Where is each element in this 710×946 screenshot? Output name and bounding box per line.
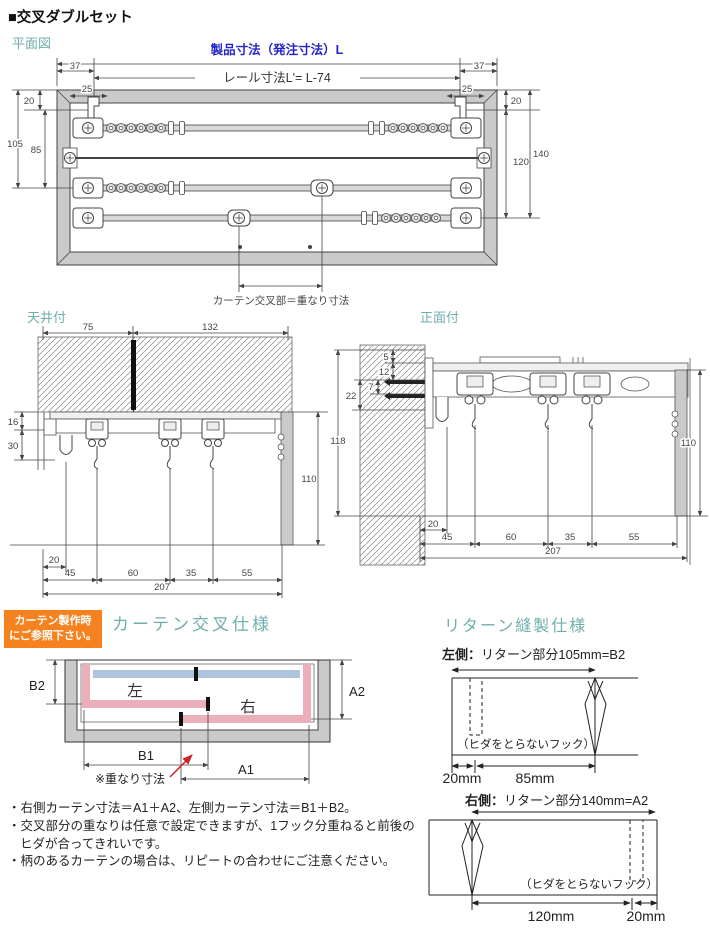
note-line-4: ・柄のあるカーテンの場合は、リピートの合わせにご注意ください。 <box>8 854 396 869</box>
dim-22: 22 <box>346 391 357 402</box>
dim-b60: 60 <box>128 568 139 579</box>
plan-window-frame <box>56 89 498 266</box>
dim-a2: A2 <box>349 684 365 699</box>
hook-position-dashed <box>469 678 483 736</box>
notes-block: ・右側カーテン寸法＝A1＋A2、左側カーテン寸法＝B1＋B2。 ・交叉部分の重な… <box>8 800 468 871</box>
dim-85: 85 <box>31 145 42 156</box>
dim-b45: 45 <box>65 568 76 579</box>
dim-20-left: 20 <box>24 96 35 107</box>
dim-25-left: 25 <box>82 84 93 95</box>
dim-f45: 45 <box>442 532 453 543</box>
dim-37-left: 37 <box>70 61 81 72</box>
plan-top-dimensions: 製品寸法（発注寸法）L 37 37 レール寸法L'= L-74 25 25 <box>56 42 498 99</box>
return-right-title-prefix: 右側： <box>465 793 505 808</box>
return-left-title-text: リターン部分105mm=B2 <box>481 647 626 662</box>
dim-f60: 60 <box>506 532 517 543</box>
front-wall <box>359 344 426 566</box>
dim-a1: A1 <box>238 762 254 777</box>
dim-25-right: 25 <box>462 84 473 95</box>
return-spec-heading: リターン縫製仕様 <box>444 618 588 635</box>
dim-20-right: 20 <box>511 96 522 107</box>
return-right-title-text: リターン部分140mm=A2 <box>504 793 649 808</box>
dim-110-front: 110 <box>681 438 696 449</box>
plan-view-heading: 平面図 <box>12 36 52 51</box>
badge-line2: にご参照下さい。 <box>9 629 97 642</box>
dim-f207: 207 <box>545 546 561 557</box>
ceiling-structure <box>37 336 294 546</box>
return-right-fabric <box>428 809 658 910</box>
cross-dimensions: B2 A2 B1 A1 ※重なり寸法 <box>29 659 365 786</box>
dim-12: 12 <box>379 367 390 378</box>
front-mount-drawing: 5 12 7 22 118 110 20 45 60 <box>330 344 708 566</box>
pleat-shape <box>461 818 484 896</box>
return-left-title: 左側：リターン部分105mm=B2 <box>442 644 625 663</box>
return-right-title: 右側：リターン部分140mm=A2 <box>465 790 648 809</box>
pleat-shape <box>584 676 607 756</box>
ceiling-dimensions: 75 132 16 30 110 20 45 60 <box>6 322 328 598</box>
ceiling-rail-assembly <box>43 411 282 470</box>
hook-position-dashed <box>629 820 644 882</box>
dim-110: 110 <box>301 474 316 485</box>
overlap-dim-label: カーテン交叉部＝重なり寸法 <box>213 294 350 307</box>
dim-132: 132 <box>202 322 218 333</box>
dim-b207: 207 <box>154 582 170 593</box>
ceiling-mount-drawing: 75 132 16 30 110 20 45 60 <box>6 322 328 598</box>
product-dim-label: 製品寸法（発注寸法）L <box>210 42 344 57</box>
page-title: ■交叉ダブルセット <box>8 10 133 26</box>
dim-b1: B1 <box>138 748 154 763</box>
note-line-3: ヒダが合ってきれいです。 <box>20 836 168 851</box>
plan-side-dimensions: 20 85 105 20 120 140 <box>6 89 550 219</box>
front-mount-heading: 正面付 <box>420 310 460 325</box>
front-dimensions: 5 12 7 22 118 110 20 45 60 <box>330 349 708 562</box>
return-left-title-prefix: 左側： <box>442 647 482 662</box>
dim-5: 5 <box>383 352 388 363</box>
return-right-diagram: （ヒダをとらないフック） 120mm 20mm <box>428 809 666 924</box>
return-right-hook-note: （ヒダをとらないフック） <box>520 877 658 891</box>
dim-75: 75 <box>83 322 94 333</box>
cross-spec-heading: カーテン交叉仕様 <box>112 615 272 634</box>
dim-b20: 20 <box>49 555 60 566</box>
plan-rails <box>62 96 492 229</box>
dim-b35: 35 <box>186 568 197 579</box>
return-left-fabric <box>451 667 638 773</box>
cross-spec-diagram: 左 右 B2 A2 B1 A1 ※重なり寸法 <box>29 659 365 786</box>
note-line-1: ・右側カーテン寸法＝A1＋A2、左側カーテン寸法＝B1＋B2。 <box>8 801 357 815</box>
ceiling-mount-heading: 天井付 <box>27 310 67 325</box>
dim-120: 120 <box>513 157 529 168</box>
return-left-dim-20mm: 20mm <box>443 770 482 786</box>
right-curtain-label: 右 <box>240 698 256 716</box>
overlap-note-label: ※重なり寸法 <box>95 772 165 786</box>
dim-140: 140 <box>533 149 549 160</box>
left-curtain-label: 左 <box>127 682 143 700</box>
return-left-dim-85mm: 85mm <box>516 770 555 786</box>
dim-118: 118 <box>330 436 345 447</box>
overlap-arrow <box>169 754 193 778</box>
dim-16: 16 <box>8 417 19 428</box>
cross-curtains: 左 右 <box>82 664 311 726</box>
dim-b55: 55 <box>242 568 253 579</box>
return-right-dim-120mm: 120mm <box>528 908 575 924</box>
plan-overlap-callout: カーテン交叉部＝重なり寸法 <box>213 196 350 307</box>
dim-37-right: 37 <box>474 61 485 72</box>
dim-105: 105 <box>7 139 23 150</box>
dim-7: 7 <box>368 382 373 393</box>
return-left-diagram: （ヒダをとらないフック） 20mm 85mm <box>443 667 638 786</box>
dim-f35: 35 <box>565 532 576 543</box>
dim-b2: B2 <box>29 678 45 693</box>
reference-badge: カーテン製作時 にご参照下さい。 <box>4 610 102 648</box>
dim-f55: 55 <box>629 532 640 543</box>
return-right-dim-20mm: 20mm <box>627 908 666 924</box>
dim-30: 30 <box>8 441 19 452</box>
front-rail-assembly <box>424 356 691 565</box>
dim-f20: 20 <box>428 519 439 530</box>
rail-dim-label: レール寸法L'= L-74 <box>223 71 331 85</box>
note-line-2: ・交叉部分の重なりは任意で設定できますが、1フック分重ねると前後の <box>8 818 415 833</box>
badge-line1: カーテン製作時 <box>14 615 92 627</box>
return-left-hook-note: （ヒダをとらないフック） <box>457 737 595 751</box>
plan-view-drawing: 製品寸法（発注寸法）L 37 37 レール寸法L'= L-74 25 25 <box>6 42 551 307</box>
